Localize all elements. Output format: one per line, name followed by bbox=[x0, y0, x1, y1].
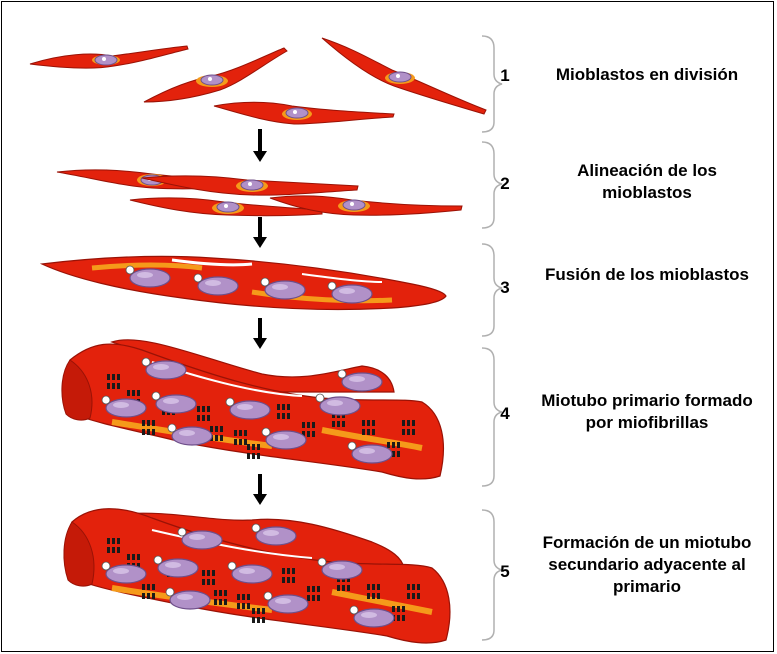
stage-number-2: 2 bbox=[490, 174, 520, 194]
myoblast-cell bbox=[30, 46, 188, 68]
stage-label-5: Formación de un miotubo secundario adyac… bbox=[532, 532, 762, 598]
arrow-down-icon bbox=[253, 217, 267, 248]
stage-number-3: 3 bbox=[490, 278, 520, 298]
myoblast-cell bbox=[214, 102, 394, 124]
stage-label-1: Mioblastos en división bbox=[532, 64, 762, 86]
arrow-down-icon bbox=[253, 129, 267, 162]
arrow-down-icon bbox=[253, 474, 267, 505]
stage-label-2: Alineación de los mioblastos bbox=[532, 160, 762, 204]
stage2-aligned-myoblasts bbox=[57, 170, 462, 216]
stage-label-4: Miotubo primario formado por miofibrilla… bbox=[532, 390, 762, 434]
myoblast-cell bbox=[142, 176, 358, 195]
myoblast-cell bbox=[144, 48, 287, 102]
stage-number-5: 5 bbox=[490, 562, 520, 582]
stage-number-4: 4 bbox=[490, 404, 520, 424]
stage1-myoblasts bbox=[30, 38, 486, 124]
myoblast-cell bbox=[322, 38, 486, 114]
stage4-primary-myotube bbox=[62, 340, 444, 479]
arrow-down-icon bbox=[253, 318, 267, 349]
stage-brackets bbox=[482, 36, 502, 640]
stage3-fusing-myoblasts bbox=[42, 256, 446, 309]
stage-number-1: 1 bbox=[490, 66, 520, 86]
stage5-secondary-myotube bbox=[64, 509, 450, 643]
stage-label-3: Fusión de los mioblastos bbox=[532, 264, 762, 286]
